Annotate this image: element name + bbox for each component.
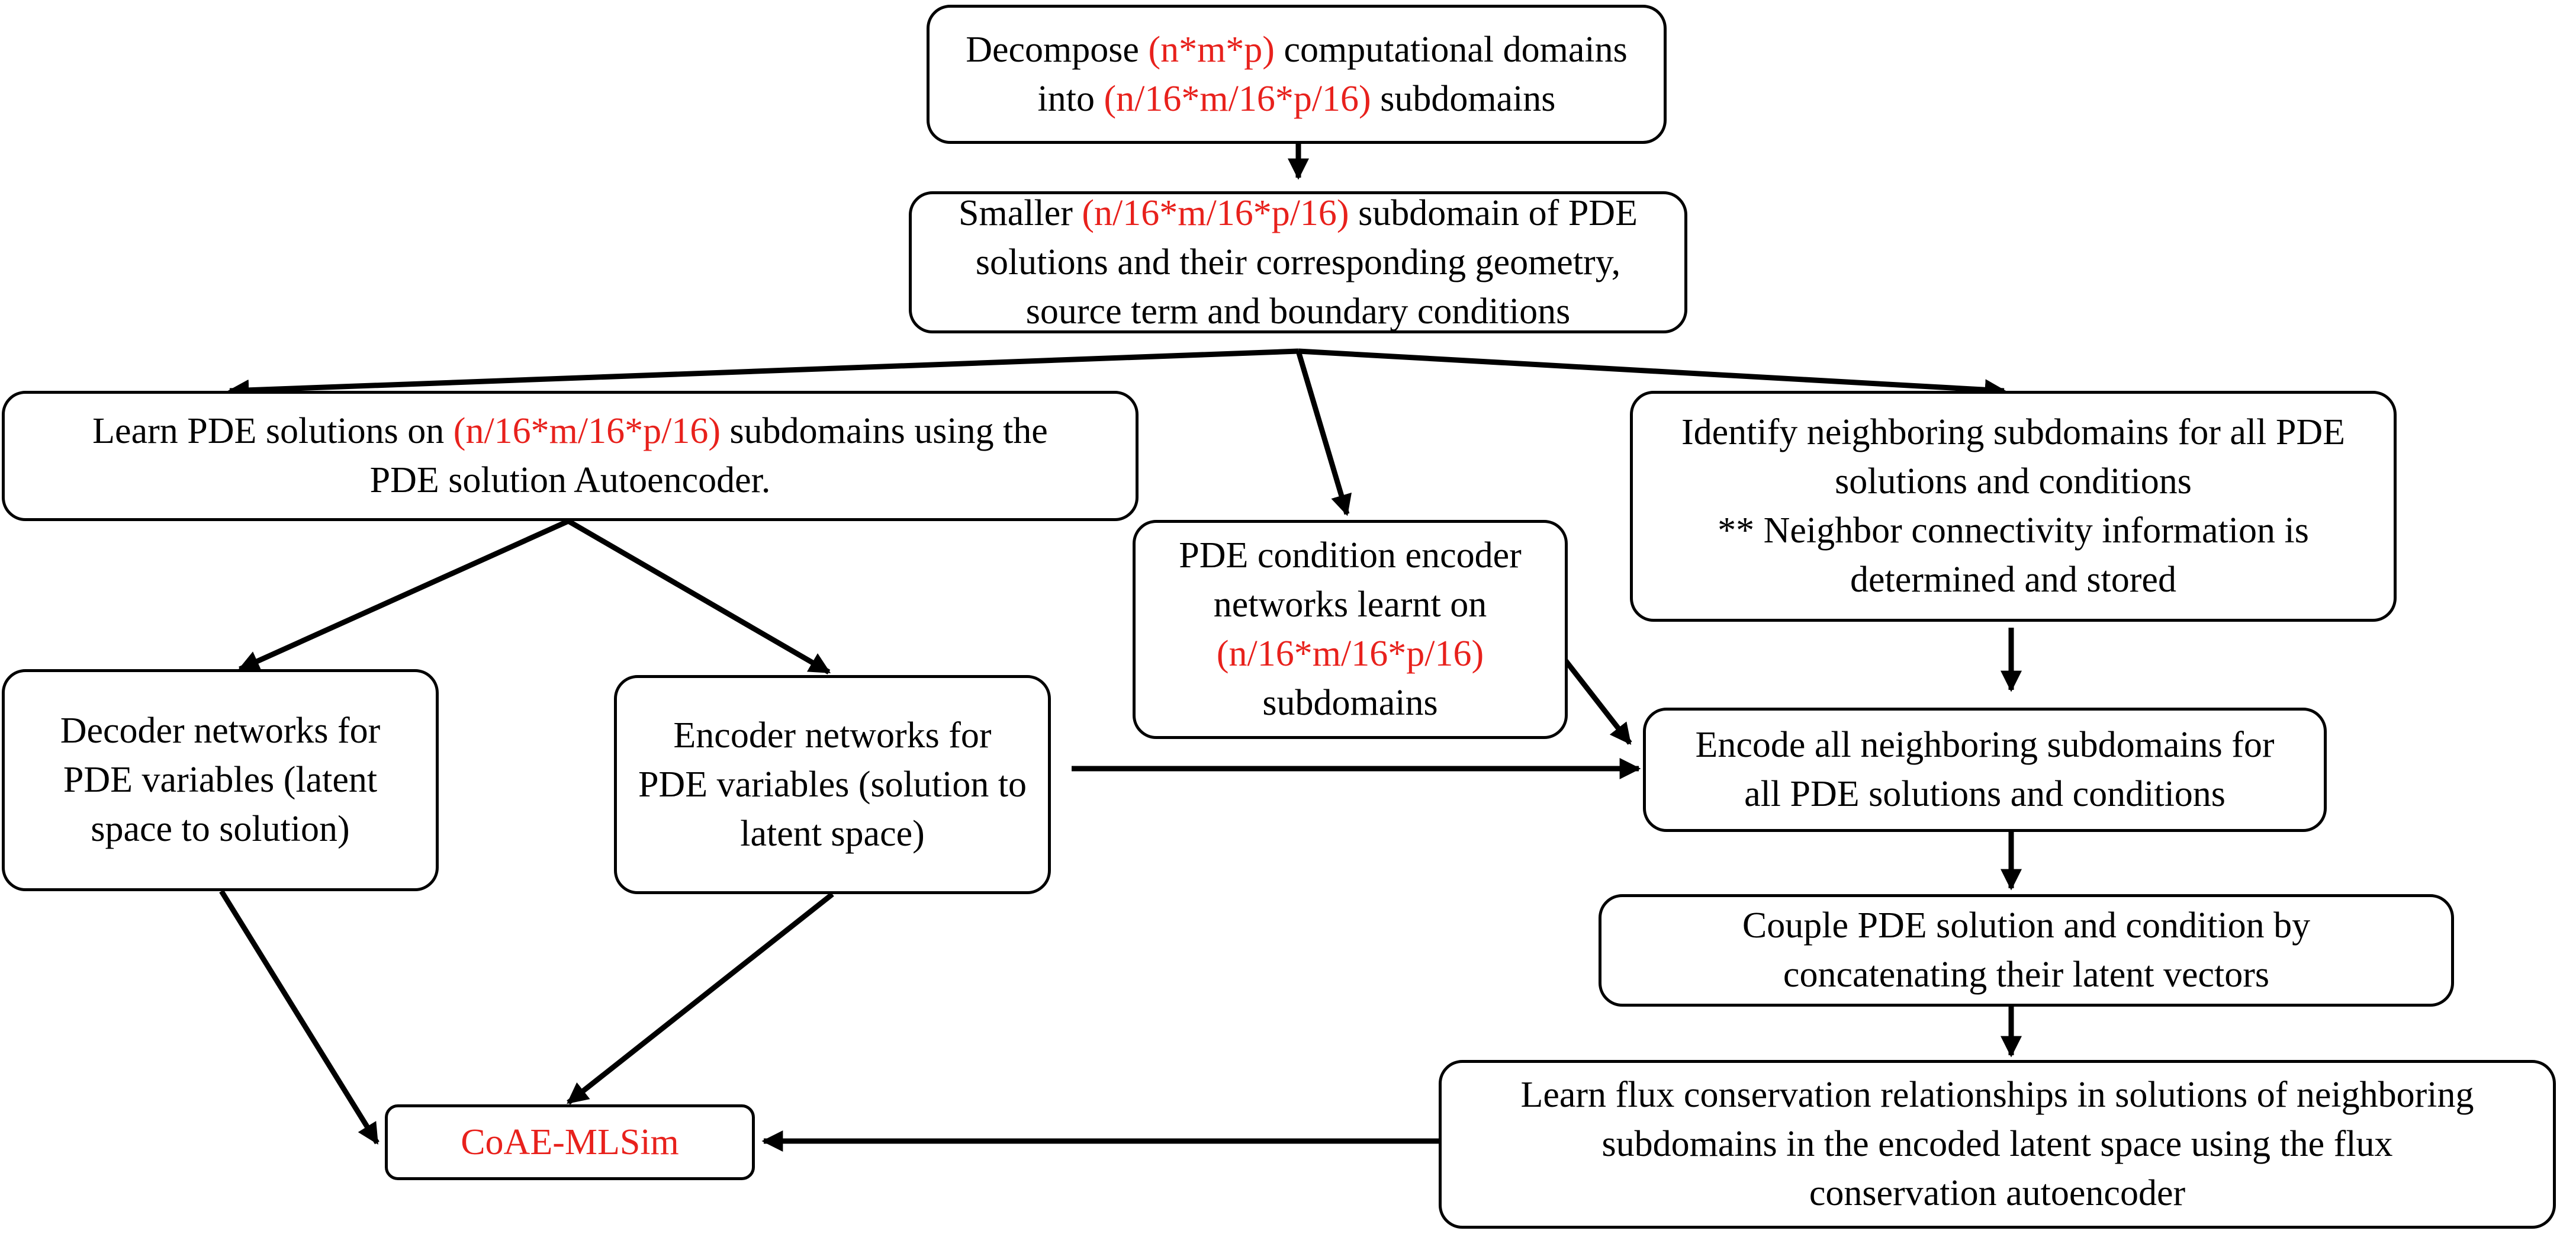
node-coae-mlsim: CoAE-MLSim bbox=[385, 1104, 755, 1180]
node-text-line: solutions and conditions bbox=[1835, 457, 2192, 506]
arrow-learn_pde-to-encoder bbox=[567, 519, 831, 674]
arrow-decoder-to-coae bbox=[219, 889, 380, 1145]
node-text-line: networks learnt on bbox=[1214, 580, 1487, 629]
arrow-learn_pde-to-decoder bbox=[237, 518, 570, 672]
node-text: solutions and conditions bbox=[1835, 461, 2192, 502]
arrow-smaller-to-identify bbox=[1298, 348, 2006, 401]
node-text: computational domains bbox=[1274, 29, 1628, 70]
node-text: source term and boundary conditions bbox=[1025, 291, 1571, 332]
node-text: all PDE solutions and conditions bbox=[1744, 774, 2226, 814]
node-text-line: PDE condition encoder bbox=[1179, 531, 1522, 580]
node-text-line: Encode all neighboring subdomains for bbox=[1695, 721, 2274, 770]
node-text: networks learnt on bbox=[1213, 584, 1487, 625]
highlight-text: (n/16*m/16*p/16) bbox=[453, 411, 721, 451]
node-text: PDE variables (solution to bbox=[638, 764, 1027, 805]
node-text-line: subdomains in the encoded latent space u… bbox=[1601, 1120, 2392, 1169]
node-text: Identify neighboring subdomains for all … bbox=[1681, 412, 2345, 452]
node-encode-all-neighbors: Encode all neighboring subdomains for all… bbox=[1643, 708, 2327, 832]
node-text-line: CoAE-MLSim bbox=[461, 1118, 679, 1167]
arrow-smaller-to-condition_encoder bbox=[1295, 350, 1352, 516]
node-text: space to solution) bbox=[91, 809, 350, 849]
node-text-line: into (n/16*m/16*p/16) subdomains bbox=[1038, 75, 1556, 124]
node-text-line: Identify neighboring subdomains for all … bbox=[1681, 408, 2345, 457]
node-text-line: Learn PDE solutions on (n/16*m/16*p/16) … bbox=[92, 407, 1048, 456]
node-learn-pde-solutions: Learn PDE solutions on (n/16*m/16*p/16) … bbox=[2, 391, 1139, 521]
node-text-line: Couple PDE solution and condition by bbox=[1742, 901, 2310, 950]
node-text: Decoder networks for bbox=[60, 711, 381, 751]
node-text: Encoder networks for bbox=[673, 715, 992, 756]
node-text: PDE variables (latent bbox=[63, 760, 378, 800]
node-text-line: (n/16*m/16*p/16) bbox=[1217, 629, 1484, 679]
node-text: subdomains in the encoded latent space u… bbox=[1601, 1124, 2393, 1164]
node-text: Encode all neighboring subdomains for bbox=[1695, 725, 2275, 765]
arrow-condition_encoder-to-encode_all bbox=[1561, 656, 1632, 745]
node-text: subdomains bbox=[1262, 683, 1438, 723]
node-text: latent space) bbox=[740, 813, 925, 854]
node-text-line: latent space) bbox=[740, 809, 925, 859]
node-text: PDE condition encoder bbox=[1179, 535, 1522, 576]
node-text-line: PDE solution Autoencoder. bbox=[370, 456, 771, 505]
arrow-encoder-to-coae bbox=[567, 892, 834, 1105]
node-identify-neighbors: Identify neighboring subdomains for all … bbox=[1630, 391, 2397, 622]
node-condition-encoder: PDE condition encoder networks learnt on (… bbox=[1133, 520, 1568, 739]
node-text-line: all PDE solutions and conditions bbox=[1744, 770, 2226, 819]
node-text: Learn PDE solutions on bbox=[92, 411, 454, 451]
node-text-line: Encoder networks for bbox=[673, 711, 991, 760]
node-text-line: subdomains bbox=[1262, 679, 1437, 728]
node-text: subdomain of PDE bbox=[1349, 192, 1638, 233]
node-text: conservation autoencoder bbox=[1809, 1173, 2186, 1213]
node-text-line: Decoder networks for bbox=[60, 706, 381, 756]
node-text-line: PDE variables (latent bbox=[63, 756, 377, 805]
node-text-line: Learn flux conservation relationships in… bbox=[1521, 1071, 2474, 1120]
node-text-line: PDE variables (solution to bbox=[638, 760, 1027, 809]
node-text-line: space to solution) bbox=[91, 805, 349, 854]
node-text: Couple PDE solution and condition by bbox=[1742, 905, 2311, 946]
node-text: determined and stored bbox=[1850, 560, 2176, 600]
node-text-line: ** Neighbor connectivity information is bbox=[1718, 506, 2309, 555]
node-text: solutions and their corresponding geomet… bbox=[975, 242, 1621, 282]
node-smaller-subdomain: Smaller (n/16*m/16*p/16) subdomain of PD… bbox=[909, 191, 1687, 333]
node-text-line: Smaller (n/16*m/16*p/16) subdomain of PD… bbox=[959, 189, 1638, 238]
node-text: Smaller bbox=[959, 192, 1082, 233]
node-text: Decompose bbox=[966, 29, 1149, 70]
node-text: Learn flux conservation relationships in… bbox=[1520, 1075, 2474, 1115]
node-text-line: concatenating their latent vectors bbox=[1783, 950, 2269, 1000]
node-text-line: conservation autoencoder bbox=[1809, 1169, 2185, 1218]
highlight-text: (n/16*m/16*p/16) bbox=[1082, 192, 1349, 233]
node-text-line: determined and stored bbox=[1850, 555, 2176, 605]
node-text: subdomains using the bbox=[721, 411, 1048, 451]
node-text-line: source term and boundary conditions bbox=[1026, 287, 1570, 336]
highlight-text: (n/16*m/16*p/16) bbox=[1216, 634, 1484, 674]
node-text: concatenating their latent vectors bbox=[1783, 955, 2270, 995]
node-couple-latent: Couple PDE solution and condition by conc… bbox=[1599, 894, 2454, 1007]
arrow-smaller-to-learn_pde bbox=[227, 348, 1299, 401]
node-text-line: Decompose (n*m*p) computational domains bbox=[966, 25, 1628, 75]
highlight-text: CoAE-MLSim bbox=[461, 1122, 679, 1162]
highlight-text: (n/16*m/16*p/16) bbox=[1104, 78, 1371, 119]
node-text: PDE solution Autoencoder. bbox=[369, 460, 771, 500]
node-text: subdomains bbox=[1371, 78, 1556, 119]
node-learn-flux: Learn flux conservation relationships in… bbox=[1439, 1060, 2556, 1229]
highlight-text: (n*m*p) bbox=[1148, 29, 1275, 70]
node-text: ** Neighbor connectivity information is bbox=[1718, 510, 2309, 551]
node-text-line: solutions and their corresponding geomet… bbox=[976, 238, 1620, 287]
node-text: into bbox=[1037, 78, 1104, 119]
